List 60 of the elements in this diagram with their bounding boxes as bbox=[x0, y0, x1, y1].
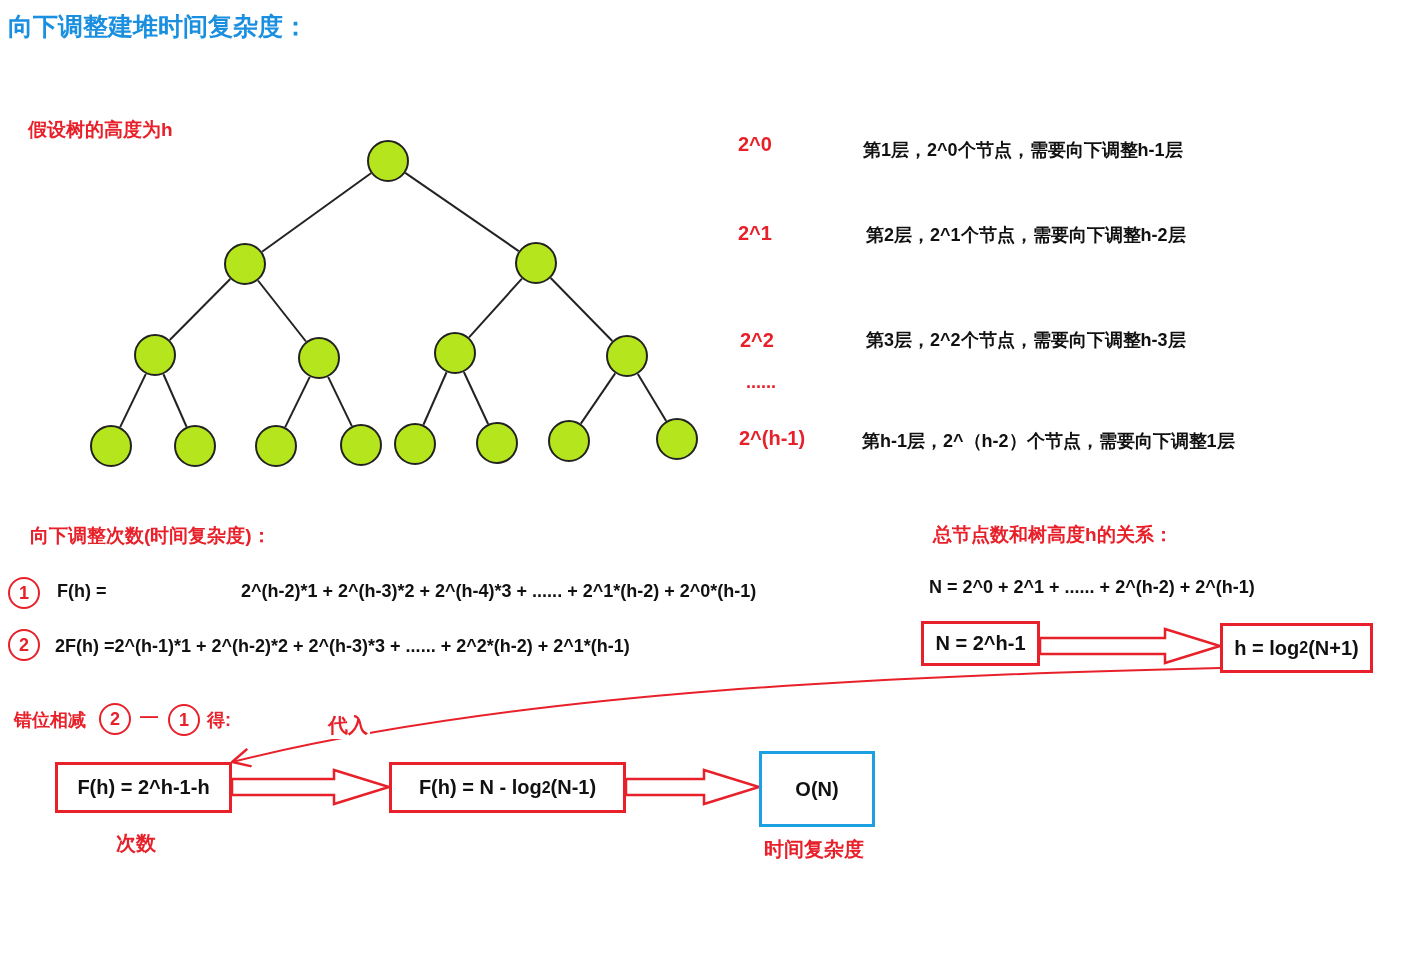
result-box: O(N) bbox=[759, 751, 875, 827]
tree-edge bbox=[579, 372, 617, 425]
tree-node bbox=[548, 420, 590, 462]
tree-edge bbox=[168, 277, 232, 342]
note-text: 错位相减 bbox=[14, 709, 86, 732]
circled-number: 1 bbox=[8, 577, 40, 609]
curved-arrow bbox=[230, 667, 1221, 769]
tree-edge bbox=[404, 171, 520, 253]
tree-node bbox=[476, 422, 518, 464]
note-text: 得: bbox=[207, 709, 231, 732]
caption-text: 时间复杂度 bbox=[764, 837, 864, 862]
formula-box: F(h) = 2^h-1-h bbox=[55, 762, 232, 813]
tree-edge bbox=[468, 277, 523, 339]
level-note: 第3层，2^2个节点，需要向下调整h-3层 bbox=[866, 329, 1186, 352]
tree-edge bbox=[257, 279, 307, 343]
section-heading: 总节点数和树高度h的关系： bbox=[933, 523, 1173, 547]
tree-edge bbox=[636, 373, 668, 422]
tree-edge bbox=[284, 375, 311, 429]
tree-node bbox=[174, 425, 216, 467]
tree-edge bbox=[422, 371, 448, 426]
section-heading: 向下调整次数(时间复杂度)： bbox=[30, 524, 271, 548]
tree-node bbox=[394, 423, 436, 465]
tree-node bbox=[606, 335, 648, 377]
edge-label: 代入 bbox=[326, 712, 370, 739]
tree-edge bbox=[462, 371, 490, 425]
tree-node bbox=[134, 334, 176, 376]
tree-node bbox=[367, 140, 409, 182]
formula-text: 2^(h-2)*1 + 2^(h-3)*2 + 2^(h-4)*3 + ...... + 2^1*(h-2) + 2^0*(h-1) bbox=[241, 581, 757, 602]
formula-text: F(h) = bbox=[57, 581, 107, 602]
level-note: 第1层，2^0个节点，需要向下调整h-1层 bbox=[863, 139, 1183, 162]
level-count: 2^0 bbox=[738, 133, 772, 156]
formula-text: N = 2^0 + 2^1 + ...... + 2^(h-2) + 2^(h-1) bbox=[929, 577, 1255, 598]
tree-node bbox=[224, 243, 266, 285]
tree-edge bbox=[261, 172, 372, 253]
caption-text: 次数 bbox=[116, 831, 156, 856]
tree-edge bbox=[162, 373, 188, 428]
ellipsis-text: ...... bbox=[746, 372, 776, 393]
circled-number: 2 bbox=[8, 629, 40, 661]
tree-node bbox=[434, 332, 476, 374]
circled-number: 1 bbox=[168, 704, 200, 736]
tree-node bbox=[255, 425, 297, 467]
title: 向下调整建堆时间复杂度： bbox=[8, 11, 308, 42]
tree-node bbox=[298, 337, 340, 379]
formula-box: N = 2^h-1 bbox=[921, 621, 1040, 666]
tree-node bbox=[656, 418, 698, 460]
tree-edge bbox=[119, 372, 147, 429]
tree-node bbox=[515, 242, 557, 284]
formula-text: 2F(h) =2^(h-1)*1 + 2^(h-2)*2 + 2^(h-3)*3 + ...... + 2^2*(h-2) + 2^1*(h-1) bbox=[55, 636, 630, 657]
tree-node bbox=[90, 425, 132, 467]
note-text: 假设树的高度为h bbox=[28, 118, 173, 142]
level-note: 第2层，2^1个节点，需要向下调整h-2层 bbox=[866, 224, 1186, 247]
tree-node bbox=[340, 424, 382, 466]
level-count: 2^(h-1) bbox=[739, 427, 806, 450]
circled-number: 2 bbox=[99, 703, 131, 735]
dash-text: — bbox=[140, 706, 158, 727]
tree-edge bbox=[549, 277, 614, 342]
level-count: 2^2 bbox=[740, 329, 774, 352]
level-note: 第h-1层，2^（h-2）个节点，需要向下调整1层 bbox=[862, 430, 1235, 453]
tree-edge bbox=[327, 375, 353, 428]
level-count: 2^1 bbox=[738, 222, 772, 245]
